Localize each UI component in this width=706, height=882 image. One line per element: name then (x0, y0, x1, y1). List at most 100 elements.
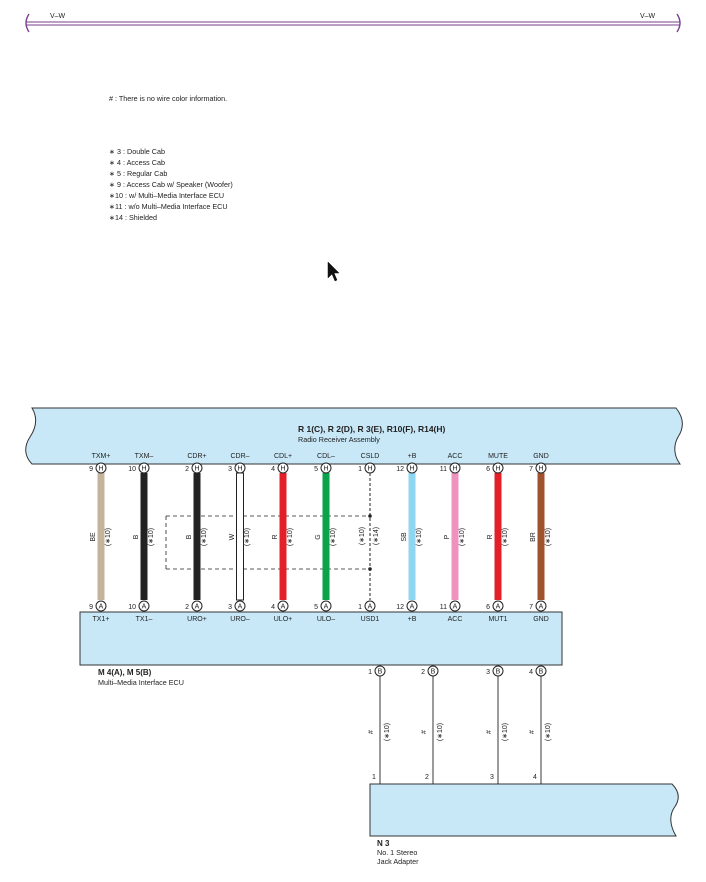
wire-color-code: # (486, 730, 493, 734)
legend-item: ∗10 : w/ Multi–Media Interface ECU (109, 191, 225, 200)
receiver-pin (191, 462, 203, 474)
ecu-pin-letter: A (368, 604, 373, 611)
wire-color-code: BR (530, 532, 537, 542)
receiver-terminal-label: CDL– (317, 453, 335, 460)
wire-condition-label: (∗10) (384, 723, 391, 741)
ecu-b-pin-number: 4 (529, 669, 533, 676)
receiver-pin-number: 6 (486, 466, 490, 473)
receiver-pin-letter: H (409, 466, 414, 473)
ecu-pin-number: 2 (185, 604, 189, 611)
ecu-pin (406, 600, 418, 612)
ecu-pin-number: 10 (128, 604, 136, 611)
receiver-pin-letter: H (367, 466, 372, 473)
ecu-pin (320, 600, 332, 612)
receiver-pin-number: 11 (440, 466, 447, 473)
top-bar-left-label: V–W (50, 13, 66, 20)
receiver-terminal-label: CDR– (230, 453, 249, 460)
receiver-pin-number: 9 (89, 466, 93, 473)
legend-item: ∗ 9 : Access Cab w/ Speaker (Woofer) (109, 180, 233, 189)
receiver-pin-number: 3 (228, 466, 232, 473)
jack-pin-number: 2 (425, 774, 429, 781)
ecu-pin-letter: A (238, 604, 243, 611)
ecu-terminal-label: TX1+ (93, 616, 110, 623)
top-bus: V–W V–W (25, 13, 681, 33)
receiver-terminal-label: CSLD (361, 453, 380, 460)
wire-condition-label: (∗10) (502, 528, 509, 546)
wire-line (537, 473, 545, 600)
ecu-pin-letter: A (453, 604, 458, 611)
wire-condition-label: (∗10) (201, 528, 208, 546)
wire-condition-label: (∗10) (459, 528, 466, 546)
receiver-pin (234, 462, 246, 474)
wire-color-code: # (368, 730, 375, 734)
ecu-b-pin (492, 665, 504, 677)
condition-legend: ∗ 3 : Double Cab ∗ 4 : Access Cab ∗ 5 : … (109, 146, 233, 223)
ecu-terminal-label: ULO+ (274, 616, 292, 623)
wire-condition-label: (∗10) (244, 528, 251, 546)
wire-condition-label: (∗10) (416, 528, 423, 546)
ecu-pin (449, 600, 461, 612)
receiver-pin-letter: H (452, 466, 457, 473)
ecu-terminal-label: ULO– (317, 616, 335, 623)
wire-color-code: R (272, 534, 279, 539)
receiver-terminal-label: GND (533, 453, 549, 460)
ecu-pin (234, 600, 246, 612)
receiver-pin (277, 462, 289, 474)
ecu-pin-letter: A (195, 604, 200, 611)
ecu-pin-number: 5 (314, 604, 318, 611)
ecu-pin-number: 3 (228, 604, 232, 611)
receiver-pin (535, 462, 547, 474)
jack-subtitle-1: No. 1 Stereo (377, 848, 417, 857)
ecu-pin (138, 600, 150, 612)
ecu-terminal-label: TX1– (136, 616, 153, 623)
ecu-terminal-label: +B (408, 616, 417, 623)
stereo-jack-adapter: N 3 No. 1 Stereo Jack Adapter (369, 783, 679, 866)
receiver-pin-number: 5 (314, 466, 318, 473)
wire-condition-label: (∗10) (105, 528, 112, 546)
mouse-cursor-icon (327, 261, 340, 282)
receiver-pin (138, 462, 150, 474)
receiver-pin-letter: H (538, 466, 543, 473)
ecu-pin (191, 600, 203, 612)
wire-color-code: # (529, 730, 536, 734)
receiver-pin-number: 7 (529, 466, 533, 473)
ecu-b-pin-number: 3 (486, 669, 490, 676)
receiver-pin (320, 462, 332, 474)
receiver-pin (95, 462, 107, 474)
ecu-pin-number: 12 (396, 604, 404, 611)
legend-item: ∗ 3 : Double Cab (109, 147, 165, 156)
ecu-pin-letter: A (142, 604, 147, 611)
ecu-pin-number: 11 (440, 604, 447, 611)
receiver-pin-letter: H (98, 466, 103, 473)
receiver-pin (449, 462, 461, 474)
receiver-title: R 1(C), R 2(D), R 3(E), R10(F), R14(H) (298, 424, 446, 434)
receiver-pin-letter: H (323, 466, 328, 473)
ecu-title: M 4(A), M 5(B) (98, 668, 152, 677)
ecu-pin (535, 600, 547, 612)
wire-condition-label: (∗10) (359, 527, 366, 545)
receiver-subtitle: Radio Receiver Assembly (298, 435, 380, 444)
receiver-terminal-label: CDR+ (187, 453, 206, 460)
ecu-pin (492, 600, 504, 612)
ecu-terminal-label: ACC (448, 616, 463, 623)
ecu-terminal-label: USD1 (361, 616, 380, 623)
jack-title: N 3 (377, 839, 390, 848)
wire-color-code: W (229, 533, 236, 540)
ecu-pin-letter: A (496, 604, 501, 611)
ecu-b-pin-letter: B (496, 669, 501, 676)
wire-line (140, 473, 148, 600)
wire-line (279, 473, 287, 600)
ecu-pin-letter: A (281, 604, 286, 611)
ecu-terminal-label: MUT1 (488, 616, 507, 623)
ecu-b-pin-letter: B (378, 669, 383, 676)
wire-color-code: R (487, 534, 494, 539)
